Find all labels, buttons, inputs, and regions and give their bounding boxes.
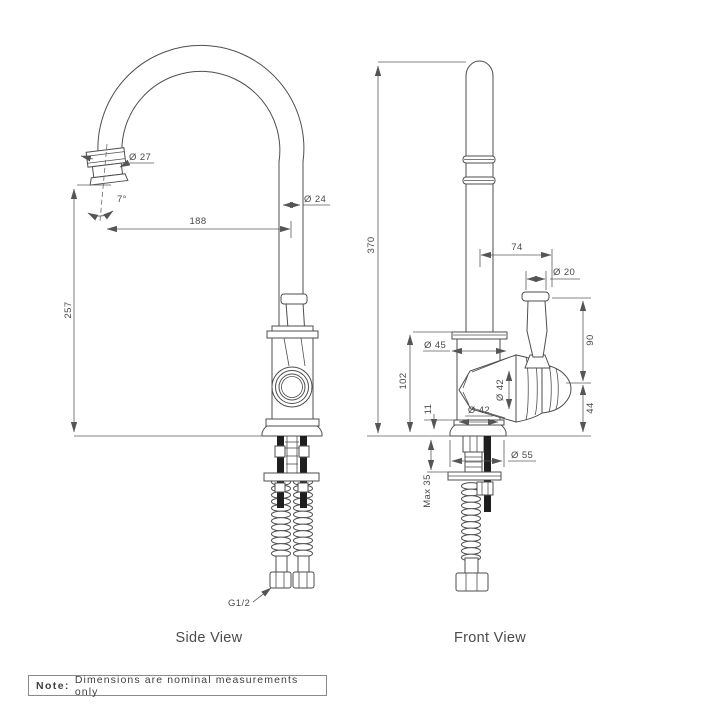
dim-tube-diameter: Ø 24 bbox=[304, 194, 326, 205]
side-base bbox=[261, 425, 323, 437]
note-text: Dimensions are nominal measurements only bbox=[74, 673, 299, 698]
front-under-bench-assembly bbox=[447, 435, 502, 592]
dim-cartridge-height: 44 bbox=[585, 402, 596, 413]
side-valve-ring bbox=[271, 366, 313, 408]
front-view-drawing: 370 74 Ø 20 Ø 45 102 Ø 42 Ø 42 bbox=[366, 60, 596, 592]
side-dimensions: Ø 27 7° 257 188 Ø 24 G1/2 bbox=[63, 143, 330, 609]
dim-body-diameter: Ø 45 bbox=[424, 340, 446, 351]
side-spout-gooseneck bbox=[97, 44, 305, 327]
dim-handle-offset: 74 bbox=[511, 242, 522, 253]
note-box: Note: Dimensions are nominal measurement… bbox=[28, 673, 327, 698]
hose-hex-nuts bbox=[269, 571, 315, 589]
dim-spout-diameter: Ø 27 bbox=[129, 152, 151, 163]
front-view-caption: Front View bbox=[454, 630, 526, 646]
side-view-caption: Side View bbox=[176, 630, 243, 646]
front-handle-lever bbox=[521, 291, 551, 369]
mounting-rod-right bbox=[300, 436, 307, 508]
dim-overall-height: 370 bbox=[366, 236, 377, 253]
front-cartridge-boss bbox=[458, 354, 572, 423]
note-prefix: Note: bbox=[36, 679, 70, 692]
dim-handle-length: 90 bbox=[585, 334, 596, 345]
mounting-bracket bbox=[263, 472, 320, 482]
front-dimensions: 370 74 Ø 20 Ø 45 102 Ø 42 Ø 42 bbox=[366, 61, 596, 508]
dim-max-bench-thickness: Max 35 bbox=[422, 474, 433, 508]
front-boss-dome-cap bbox=[541, 363, 572, 414]
dim-skirt-height: 11 bbox=[423, 404, 434, 415]
dim-body-height: 102 bbox=[398, 372, 409, 389]
dim-outlet-height: 257 bbox=[63, 301, 74, 318]
side-body bbox=[261, 325, 323, 437]
front-hose-hex-nut bbox=[455, 572, 489, 592]
side-spout-tip bbox=[85, 147, 129, 186]
dim-spout-reach: 188 bbox=[189, 216, 206, 227]
mounting-rod-left bbox=[277, 436, 284, 508]
side-view-drawing: Ø 27 7° 257 188 Ø 24 G1/2 bbox=[63, 44, 330, 609]
dim-thread: G1/2 bbox=[228, 598, 250, 609]
dim-spout-angle: 7° bbox=[117, 194, 127, 205]
dim-base-body-diameter: Ø 42 bbox=[468, 405, 490, 416]
dim-cartridge-diameter: Ø 42 bbox=[495, 379, 506, 401]
dim-handle-diameter: Ø 20 bbox=[553, 267, 575, 278]
dim-base-diameter: Ø 55 bbox=[511, 450, 533, 461]
front-riser-tube bbox=[462, 60, 496, 332]
side-under-bench-assembly bbox=[263, 436, 320, 589]
